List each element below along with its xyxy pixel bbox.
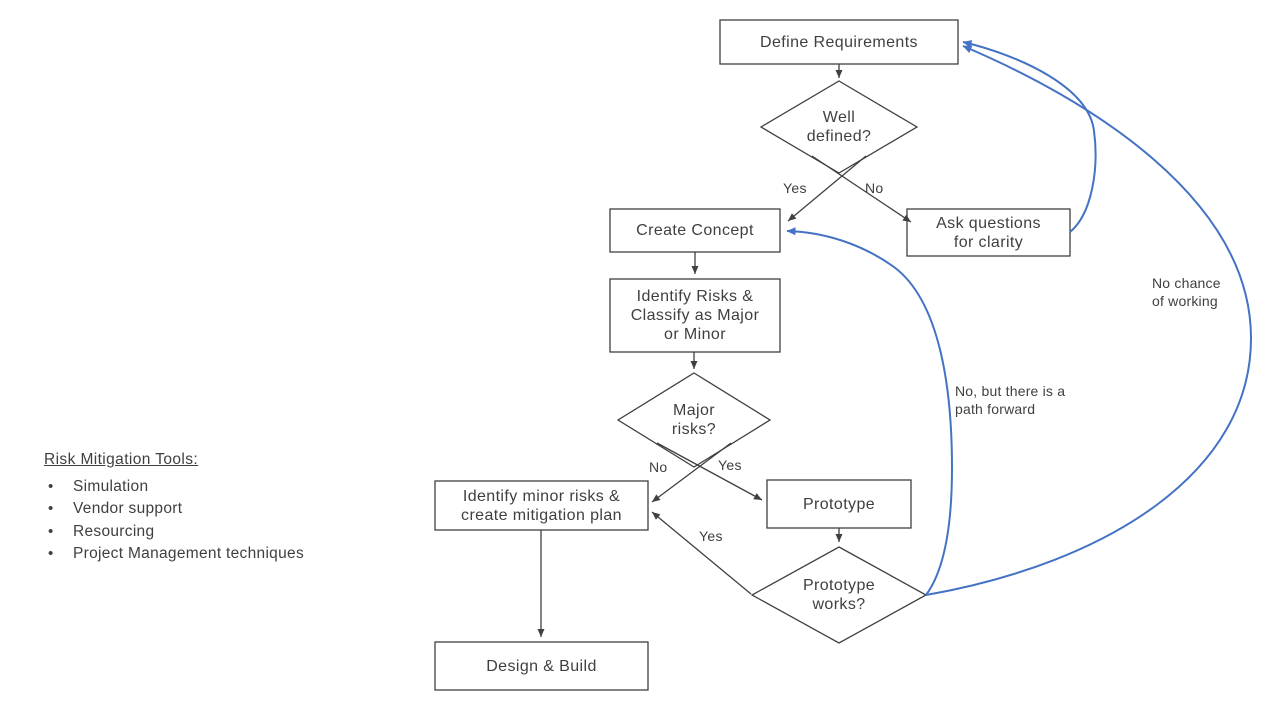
node-define-requirements: Define Requirements [760,33,918,51]
risk-tool-item: Project Management techniques [44,543,304,566]
edge-label-major-risks-no: No [649,459,668,475]
edge-ask-questions-to-define-requirements [962,40,1097,233]
annotation-no-path-forward: No, but there is a path forward [955,383,1066,417]
node-shape-design-build [434,641,649,691]
node-create-concept: Create Concept [636,222,754,239]
edge-prototype-works-yes-line [651,511,752,595]
node-shape-major-risks [616,372,772,468]
node-identify-minor-risks: Identify minor risks & create mitigation… [461,487,622,524]
edge-label-well-defined-no: No [865,180,884,196]
annotation-no-chance-of-working: No chance of working [1152,275,1221,309]
risk-tools-heading: Risk Mitigation Tools: [44,451,199,468]
node-design-build: Design & Build [486,657,597,675]
node-prototype: Prototype [802,495,876,513]
node-well-defined: Well defined? [806,109,872,145]
edge-label-prototype-works-yes: Yes [699,528,723,544]
edge-well-defined-yes-line [787,155,867,222]
edge-well-defined-no-line [811,155,912,223]
edge-no-chance-to-define-requirements [925,45,1253,596]
node-major-risks: Major risks? [671,402,717,438]
node-shape-prototype-works [750,546,928,644]
node-identify-risks: Identify Risks & Classify as Major or Mi… [630,288,760,343]
edge-major-yes-line [656,442,763,501]
node-prototype-works: Prototype works? [802,577,876,613]
risk-tool-item: Resourcing [44,521,304,544]
node-shape-identify-risks [609,278,781,353]
node-shape-ask-questions [906,208,1071,257]
risk-tools-list: Simulation Vendor support Resourcing Pro… [44,476,304,566]
node-shape-identify-minor-risks [434,480,649,531]
node-shape-well-defined [759,80,919,174]
risk-tool-item: Simulation [44,476,304,499]
edge-path-forward-to-create-concept [786,227,954,596]
edge-major-no-line [651,442,732,503]
edge-label-well-defined-yes: Yes [783,180,807,196]
node-ask-questions: Ask questions for clarity [936,214,1041,251]
node-shape-prototype [766,479,912,529]
risk-mitigation-tools-note: Risk Mitigation Tools: Simulation Vendor… [44,451,304,566]
edge-label-major-risks-yes: Yes [718,457,742,473]
node-shape-define-requirements [719,19,959,65]
risk-tool-item: Vendor support [44,498,304,521]
